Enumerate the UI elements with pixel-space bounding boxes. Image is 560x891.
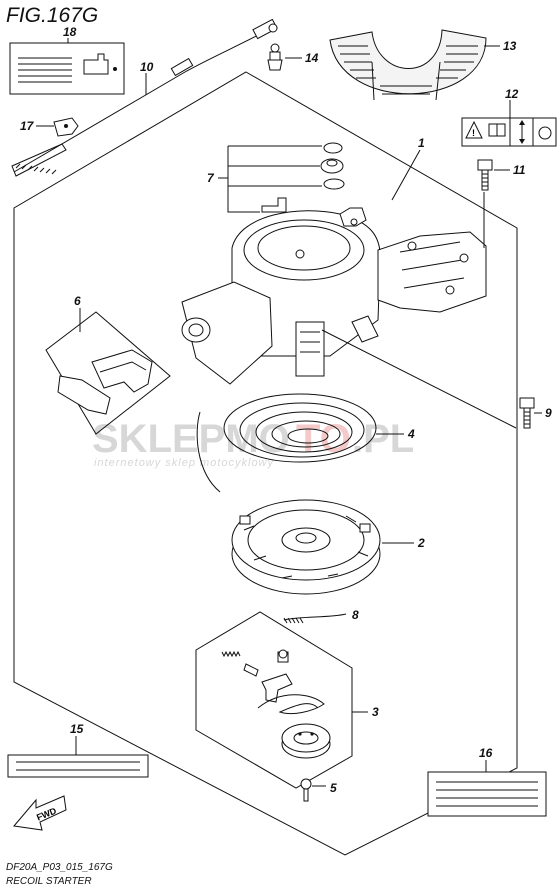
callout-11: 11 [513,163,526,177]
callout-6: 6 [74,294,81,308]
callout-2: 2 [417,536,425,550]
callout-5: 5 [330,781,337,795]
assembly-outline [13,71,518,856]
figure-number: 167G [47,4,98,27]
callout-1: 1 [418,136,425,150]
watermark-main-b: TO [296,417,351,461]
footer-title: RECOIL STARTER [6,876,92,887]
callout-3: 3 [372,705,379,719]
part-3-ratchet-kit [195,611,353,789]
part-11-bolt [477,159,493,191]
watermark-sub: internetowy sklep motocyklowy [94,457,275,469]
callout-13: 13 [503,39,517,53]
part-8-spring-rope [283,613,347,624]
part-5-screw [300,778,312,802]
callout-8: 8 [352,608,359,622]
part-4-spring [196,393,377,493]
part-15-label [7,754,149,778]
figure-title: FIG.167G [6,4,98,27]
part-16-label [427,771,547,817]
part-10-cable [11,18,278,177]
callout-9: 9 [545,406,552,420]
part-1-starter-housing [181,207,487,385]
watermark: SKLEPMO TO .PL internetowy sklep motocyk… [92,417,414,469]
part-6-handle-set [45,311,171,435]
callout-17: 17 [20,119,35,133]
part-17-clip [53,117,79,137]
part-18-label [9,42,125,95]
callout-12: 12 [505,87,519,101]
callout-14: 14 [305,51,319,65]
part-7-fittings [261,142,345,213]
part-2-reel [231,499,381,595]
svg-text:!: ! [472,128,475,138]
callout-4: 4 [407,427,415,441]
watermark-main-c: .PL [352,417,414,461]
callout-7: 7 [207,171,215,185]
part-14-clamp [267,43,283,71]
watermark-main-a: SKLEPMO [92,417,290,461]
part-13-arch-label [329,29,487,101]
footer-code: DF20A_P03_015_167G [6,862,113,873]
callout-16: 16 [479,746,493,760]
callout-10: 10 [140,60,154,74]
part-9-bolt [519,397,535,429]
callout-15: 15 [70,722,84,736]
callout-18: 18 [63,25,77,39]
part-12-warning-label: ! [461,117,557,147]
figure-prefix: FIG. [6,4,47,27]
fwd-arrow: FWD [13,795,67,831]
